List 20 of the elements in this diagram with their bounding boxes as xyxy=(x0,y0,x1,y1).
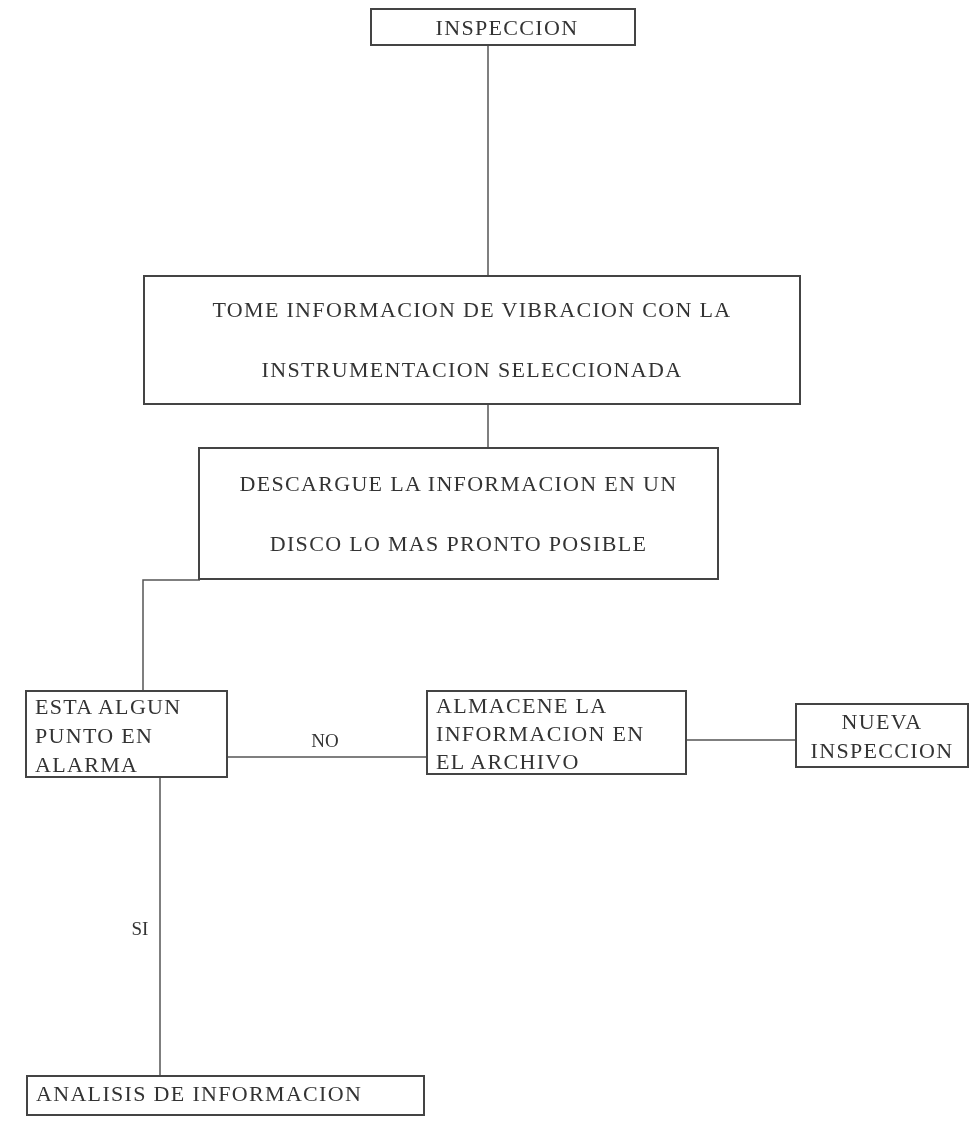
process-box xyxy=(143,275,801,405)
box-text: ALMACENE LA INFORMACION EN EL ARCHIVO xyxy=(436,692,646,776)
connector-line xyxy=(142,579,201,691)
box-text: TOME INFORMACION DE VIBRACION CON LA INSTRUMENTACION SELECCIONADA xyxy=(211,296,733,384)
connector-line xyxy=(686,739,796,741)
connector-line xyxy=(227,756,427,758)
box-text: ESTA ALGUN PUNTO EN ALARMA xyxy=(35,693,183,779)
box-text: INSPECCION xyxy=(434,13,580,42)
box-text: NUEVA INSPECCION xyxy=(809,707,955,765)
process-box xyxy=(795,703,969,768)
process-box xyxy=(25,690,228,778)
connector-line xyxy=(159,777,161,1076)
connector-line xyxy=(487,404,489,448)
connector-line xyxy=(487,45,489,276)
process-box xyxy=(26,1075,425,1116)
process-box xyxy=(426,690,687,775)
box-text: ANALISIS DE INFORMACION xyxy=(36,1080,364,1108)
process-box xyxy=(198,447,719,580)
process-box xyxy=(370,8,636,46)
box-text: DESCARGUE LA INFORMACION EN UN DISCO LO MAS PRONTO POSIBLE xyxy=(238,469,679,558)
